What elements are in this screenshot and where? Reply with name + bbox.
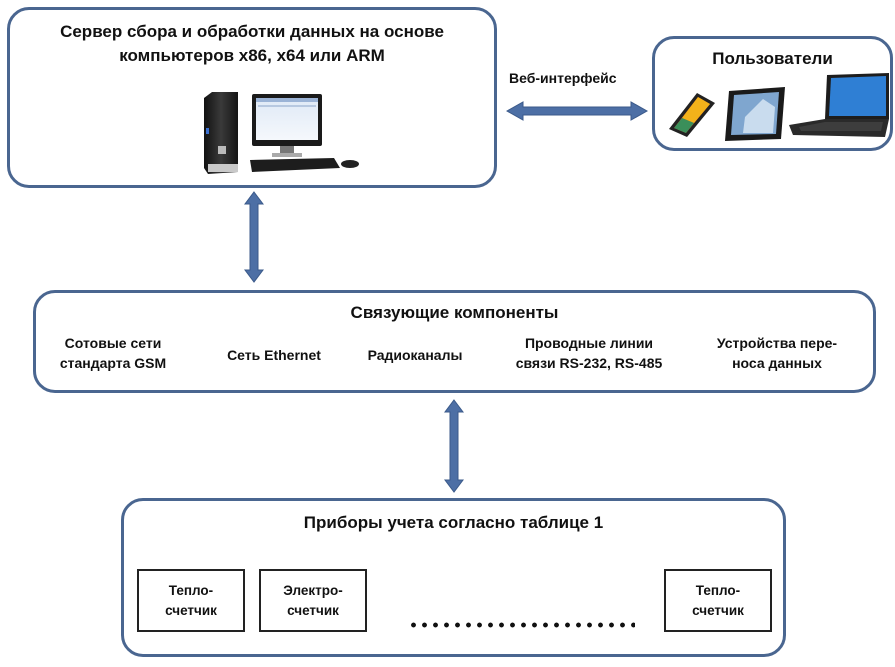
meters-title: Приборы учета согласно таблице 1 [303, 513, 604, 532]
laptop-icon [789, 73, 889, 137]
link-gsm: Сотовые сети стандарта GSM [58, 333, 168, 373]
server-title: Сервер сбора и обработки данных на основ… [10, 20, 494, 68]
meter-electric-line1: Электро- [283, 582, 343, 598]
link-ethernet: Сеть Ethernet [214, 345, 334, 365]
tablet-icon [725, 87, 785, 141]
meter-electric-line2: счетчик [287, 602, 339, 618]
link-transfer-line1: Устройства пере- [716, 335, 838, 351]
meter-heat-1-line2: счетчик [165, 602, 217, 618]
meter-heat-2-line1: Тепло- [695, 582, 741, 598]
link-transfer-line2: носа данных [732, 355, 822, 371]
links-title: Связующие компоненты [350, 303, 559, 322]
server-title-line1: Сервер сбора и обработки данных на основ… [60, 22, 444, 41]
meter-heat-2: Тепло- счетчик [664, 569, 772, 632]
server-title-line2: компьютеров x86, x64 или ARM [119, 46, 385, 65]
link-wired-line1: Проводные линии [524, 335, 654, 351]
links-box: Связующие компоненты Сотовые сети станда… [33, 290, 876, 393]
ellipsis-dots [408, 621, 635, 629]
smartphone-icon [669, 93, 715, 137]
link-gsm-line1: Сотовые сети [64, 335, 162, 351]
links-meters-arrow [444, 399, 464, 493]
desktop-computer-icon [204, 92, 359, 174]
meter-heat-1: Тепло- счетчик [137, 569, 245, 632]
web-interface-label: Веб-интерфейс [509, 70, 617, 86]
link-gsm-line2: стандарта GSM [59, 355, 167, 371]
link-radio: Радиоканалы [352, 345, 478, 365]
server-box: Сервер сбора и обработки данных на основ… [7, 7, 497, 188]
users-box: Пользователи [652, 36, 893, 151]
server-links-arrow [244, 191, 264, 283]
meters-box: Приборы учета согласно таблице 1 Тепло- … [121, 498, 786, 657]
link-wired: Проводные линии связи RS-232, RS-485 [504, 333, 674, 373]
link-ethernet-line1: Сеть Ethernet [227, 347, 321, 363]
link-wired-line2: связи RS-232, RS-485 [515, 355, 663, 371]
link-radio-line1: Радиоканалы [367, 347, 463, 363]
link-transfer: Устройства пере- носа данных [702, 333, 852, 373]
meter-electric: Электро- счетчик [259, 569, 367, 632]
web-interface-arrow [505, 101, 649, 121]
meter-heat-1-line1: Тепло- [168, 582, 214, 598]
users-title: Пользователи [712, 49, 833, 68]
meter-heat-2-line2: счетчик [692, 602, 744, 618]
